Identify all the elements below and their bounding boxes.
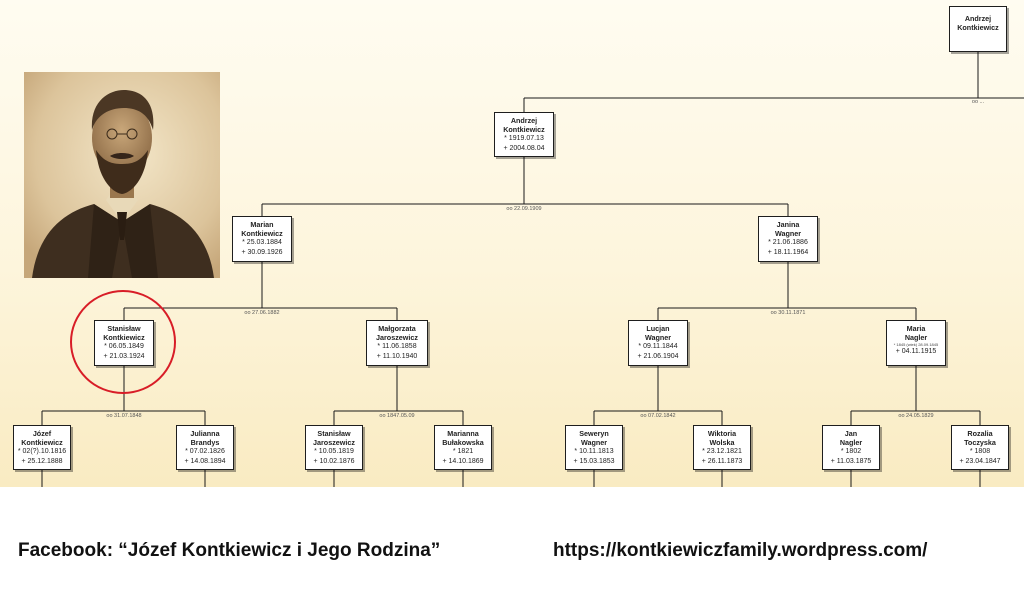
marriage-label-janina-parents: oo 30.11.1871 [770, 310, 806, 316]
person-name: Jan Nagler [839, 429, 863, 447]
person-box-wiktoria[interactable]: Wiktoria Wolska * 23.12.1821 + 26.11.187… [693, 425, 751, 470]
person-box-stanislaw-jaroszewicz[interactable]: Stanisław Jaroszewicz * 10.05.1819 + 10.… [305, 425, 363, 470]
website-url[interactable]: https://kontkiewiczfamily.wordpress.com/ [553, 540, 928, 561]
person-name: Wiktoria Wolska [707, 429, 737, 447]
person-name: Marianna Bułakowska [442, 429, 484, 447]
person-box-jozef[interactable]: Józef Kontkiewicz * 02(?).10.1816 + 25.1… [13, 425, 71, 470]
birth-date: * 1802 [840, 448, 862, 455]
birth-date: * 1919.07.13 [504, 135, 544, 142]
birth-date: * 07.02.1826 [185, 448, 225, 455]
birth-date: * 02(?).10.1816 [17, 448, 67, 455]
marriage-label-malgorzata-parents: oo 1847.05.09 [379, 413, 415, 419]
person-box-seweryn[interactable]: Seweryn Wagner * 10.11.1813 + 15.03.1853 [565, 425, 623, 470]
person-name: Janina Wagner [774, 220, 802, 238]
death-date: + 10.02.1876 [313, 457, 355, 465]
facebook-caption: Facebook: “Józef Kontkiewicz i Jego Rodz… [18, 540, 441, 561]
person-name: Marian Kontkiewicz [241, 220, 283, 238]
death-date: + 21.06.1904 [637, 352, 679, 360]
person-name: Józef Kontkiewicz [21, 429, 63, 447]
person-box-maria[interactable]: Maria Nagler * 1845 (wiek) 28.09.1845 + … [886, 320, 946, 366]
death-date: + 04.11.1915 [895, 348, 937, 355]
birth-date: * 11.06.1858 [377, 343, 417, 350]
death-date: + 11.03.1875 [830, 457, 872, 465]
person-box-andrzej[interactable]: Andrzej Kontkiewicz * 1919.07.13 + 2004.… [494, 112, 554, 157]
person-box-malgorzata[interactable]: Małgorzata Jaroszewicz * 11.06.1858 + 11… [366, 320, 428, 366]
birth-date: * 09.11.1844 [638, 343, 678, 350]
person-name: Andrzej Kontkiewicz [957, 14, 999, 32]
marriage-label-top: oo ... [971, 99, 985, 105]
death-date: + 25.12.1888 [21, 457, 63, 465]
birth-date: * 25.03.1884 [242, 239, 282, 246]
birth-date: * 06.05.1849 [104, 343, 144, 350]
person-box-stanislaw-kontkiewicz[interactable]: Stanisław Kontkiewicz * 06.05.1849 + 21.… [94, 320, 154, 366]
person-name: Stanisław Jaroszewicz [313, 429, 355, 447]
death-date: + 14.10.1869 [442, 457, 484, 465]
person-name: Stanisław Kontkiewicz [103, 324, 145, 342]
birth-date: * 1808 [969, 448, 991, 455]
person-name: Maria Nagler [904, 324, 928, 342]
death-date: + 23.04.1847 [959, 457, 1001, 465]
family-tree-canvas: oo ... oo 22.09.1909 oo 27.06.1882 oo 30… [0, 0, 1024, 487]
death-date: + 21.03.1924 [103, 352, 145, 360]
person-box-rozalia[interactable]: Rozalia Toczyska * 1808 + 23.04.1847 [951, 425, 1009, 470]
portrait-illustration [24, 72, 220, 278]
death-date: + 14.08.1894 [184, 457, 226, 465]
person-box-andrzej-top[interactable]: Andrzej Kontkiewicz [949, 6, 1007, 52]
person-name: Lucjan Wagner [644, 324, 672, 342]
death-date: + 11.10.1940 [376, 352, 418, 360]
person-name: Seweryn Wagner [579, 429, 609, 447]
death-date: + 18.11.1964 [767, 248, 809, 256]
marriage-label-marian-parents: oo 27.06.1882 [244, 310, 280, 316]
person-name: Julianna Brandys [190, 429, 220, 447]
death-date: + 30.09.1926 [241, 248, 283, 256]
birth-date: * 23.12.1821 [702, 448, 742, 455]
person-box-julianna[interactable]: Julianna Brandys * 07.02.1826 + 14.08.18… [176, 425, 234, 470]
birth-date: * 1821 [452, 448, 474, 455]
tree-connector-lines [41, 52, 1024, 487]
person-box-marianna[interactable]: Marianna Bułakowska * 1821 + 14.10.1869 [434, 425, 492, 470]
birth-date: * 10.05.1819 [314, 448, 354, 455]
birth-date: * 10.11.1813 [574, 448, 614, 455]
marriage-label-maria-parents: oo 24.05.1829 [898, 413, 934, 419]
person-name: Rozalia Toczyska [964, 429, 996, 447]
person-name: Andrzej Kontkiewicz [503, 116, 545, 134]
person-box-lucjan[interactable]: Lucjan Wagner * 09.11.1844 + 21.06.1904 [628, 320, 688, 366]
marriage-label-lucjan-parents: oo 07.02.1842 [640, 413, 676, 419]
birth-note: * 1845 (wiek) 28.09.1845 [893, 342, 939, 347]
marriage-label-andrzej-parents: oo 22.09.1909 [506, 206, 542, 212]
person-box-marian[interactable]: Marian Kontkiewicz * 25.03.1884 + 30.09.… [232, 216, 292, 262]
person-box-janina[interactable]: Janina Wagner * 21.06.1886 + 18.11.1964 [758, 216, 818, 262]
portrait-photo [24, 72, 220, 278]
death-date: + 26.11.1873 [701, 457, 743, 465]
person-box-jan[interactable]: Jan Nagler * 1802 + 11.03.1875 [822, 425, 880, 470]
death-date: + 2004.08.04 [503, 144, 545, 152]
birth-date: * 21.06.1886 [768, 239, 808, 246]
death-date: + 15.03.1853 [573, 457, 615, 465]
person-name: Małgorzata Jaroszewicz [376, 324, 418, 342]
marriage-label-stanislaw-parents: oo 31.07.1848 [106, 413, 142, 419]
